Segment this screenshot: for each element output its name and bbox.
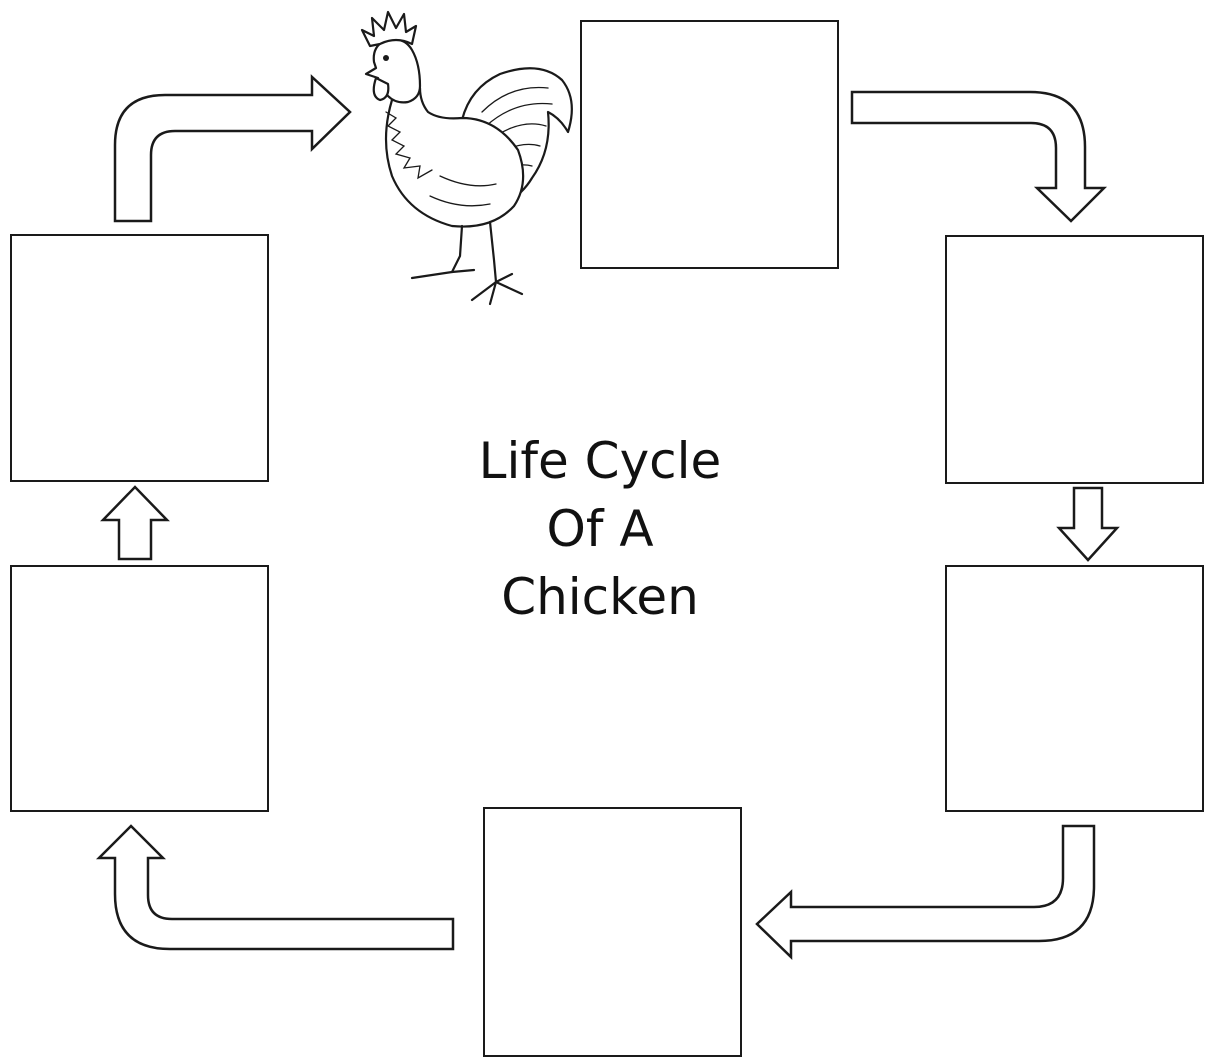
title-line-2: Of A xyxy=(546,500,653,558)
rooster-icon xyxy=(360,10,573,306)
stage-box-right-upper[interactable] xyxy=(945,235,1204,484)
arrow-left-up xyxy=(100,485,170,561)
stage-box-left-upper[interactable] xyxy=(10,234,269,482)
arrow-right-to-bottom xyxy=(755,824,1096,960)
arrow-bottom-to-left xyxy=(95,824,455,951)
arrow-top-to-right xyxy=(850,90,1108,223)
title-line-1: Life Cycle xyxy=(479,432,722,490)
stage-box-right-lower[interactable] xyxy=(945,565,1204,812)
stage-box-left-lower[interactable] xyxy=(10,565,269,812)
title-line-3: Chicken xyxy=(501,568,699,626)
stage-box-top[interactable] xyxy=(580,20,839,269)
arrow-right-down xyxy=(1056,486,1120,562)
arrow-left-to-rooster xyxy=(113,74,352,223)
stage-box-bottom[interactable] xyxy=(483,807,742,1057)
